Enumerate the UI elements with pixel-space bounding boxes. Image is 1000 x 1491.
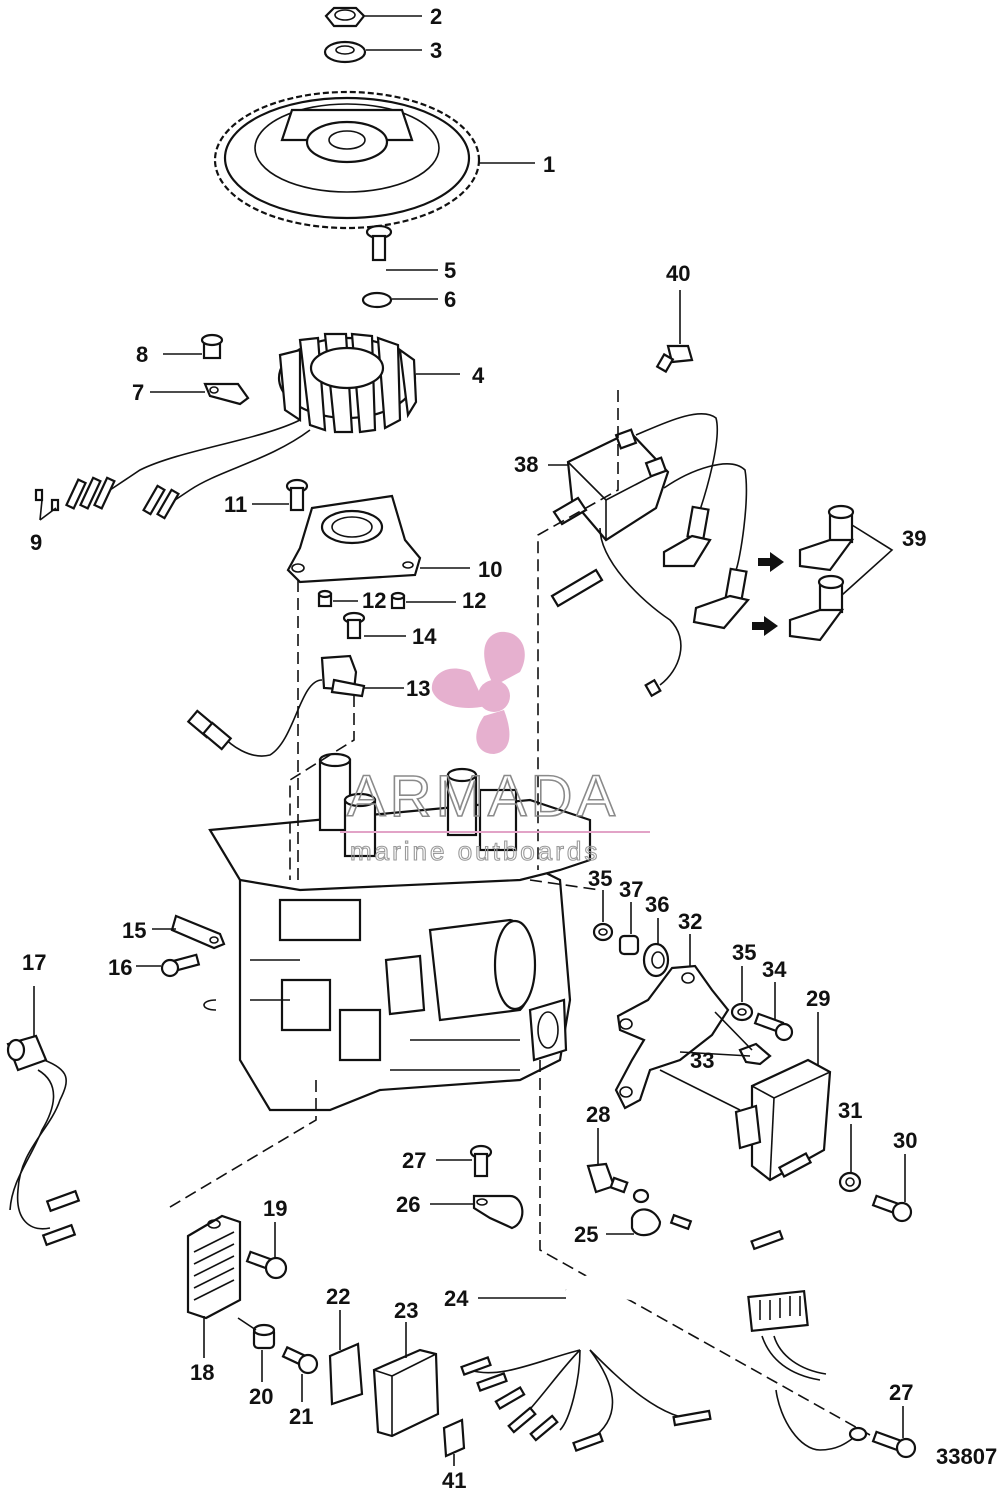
plug-cap [662, 505, 712, 568]
stator-clamp [150, 382, 250, 406]
strap-bolt [136, 953, 201, 978]
bushing [317, 589, 358, 608]
callout-20: 20 [249, 1384, 273, 1409]
stator-leads [34, 476, 180, 521]
callout-28: 28 [586, 1102, 610, 1127]
callout-15: 15 [122, 918, 146, 943]
callout-9: 9 [30, 530, 42, 555]
mount-grommet [642, 918, 670, 978]
ground-lead [606, 1188, 693, 1237]
watermark-brand: ARMADA [347, 764, 619, 829]
rectifier [186, 1214, 242, 1358]
callout-3: 3 [430, 38, 442, 63]
engine-block [203, 752, 592, 1112]
callout-8: 8 [136, 342, 148, 367]
callout-10: 10 [478, 557, 502, 582]
callout-18: 18 [190, 1360, 214, 1385]
wire-harness [460, 1211, 888, 1452]
spacer [618, 902, 640, 956]
module-washer [838, 1124, 862, 1193]
armada-logo [431, 631, 525, 754]
wire-clip [679, 1011, 772, 1066]
callout-5: 5 [444, 258, 456, 283]
callout-24: 24 [444, 1286, 469, 1311]
stator-clamp-screw [163, 333, 224, 360]
rectifier-bolt [281, 1345, 319, 1402]
callout-34: 34 [762, 957, 787, 982]
temp-sensor [586, 1128, 629, 1194]
callout-6: 6 [444, 287, 456, 312]
callout-2: 2 [430, 4, 442, 29]
sensor-screw [342, 611, 406, 640]
module-bracket [614, 934, 741, 1111]
callout-22: 22 [326, 1284, 350, 1309]
callout-1: 1 [543, 152, 555, 177]
callout-26: 26 [396, 1192, 420, 1217]
rectifier-bolt [245, 1222, 288, 1280]
callout-32: 32 [678, 909, 702, 934]
stator-washer [361, 291, 438, 309]
callout-12: 12 [462, 588, 486, 613]
ground-strap [152, 914, 226, 950]
flywheel-nut [324, 6, 422, 28]
callout-35: 35 [588, 866, 612, 891]
callout-31: 31 [838, 1098, 862, 1123]
ignition-coil [548, 413, 748, 698]
callout-12: 12 [362, 588, 386, 613]
insulator-plate [328, 1310, 364, 1406]
callout-11: 11 [224, 492, 247, 517]
bushing [390, 591, 456, 610]
callout-14: 14 [412, 624, 437, 649]
harness-clamp [430, 1194, 524, 1230]
callout-33: 33 [690, 1048, 714, 1073]
trigger-plate [286, 494, 470, 584]
callout-39: 39 [902, 526, 926, 551]
callout-23: 23 [394, 1298, 418, 1323]
cover-plate [372, 1322, 440, 1438]
callout-19: 19 [263, 1196, 287, 1221]
clamp-bolt [436, 1144, 493, 1178]
callout-40: 40 [666, 261, 690, 286]
ground-bolt [871, 1406, 917, 1459]
module-bolt [753, 982, 794, 1042]
callout-27: 27 [402, 1148, 426, 1173]
label-plate [442, 1418, 466, 1466]
rectifier-spacer [237, 1317, 276, 1382]
stop-switch [6, 986, 81, 1247]
flywheel-washer [323, 40, 422, 64]
cdi-module [734, 1012, 832, 1182]
module-bolt-long [871, 1154, 913, 1223]
callout-30: 30 [893, 1128, 917, 1153]
arrow-icon [752, 616, 778, 636]
callout-38: 38 [514, 452, 538, 477]
callout-25: 25 [574, 1222, 598, 1247]
callout-29: 29 [806, 986, 830, 1011]
callout-4: 4 [472, 363, 485, 388]
washer [730, 966, 754, 1022]
drawing-code: 33807 [936, 1444, 997, 1469]
grommet [592, 890, 614, 942]
callout-21: 21 [289, 1404, 313, 1429]
callout-16: 16 [108, 955, 132, 980]
plug-cap-spare [788, 524, 894, 642]
callout-36: 36 [645, 892, 669, 917]
flywheel [213, 90, 535, 230]
watermark-tagline: marine outboards [350, 836, 600, 866]
callout-27: 27 [889, 1380, 913, 1405]
plug-cap [692, 567, 751, 630]
stator [109, 332, 460, 511]
callout-13: 13 [406, 676, 430, 701]
coil-screw [655, 290, 694, 374]
plug-cap-spare [798, 504, 855, 572]
stator-bolt [365, 224, 438, 271]
sensor [186, 654, 404, 757]
arrow-icon [758, 552, 784, 572]
callout-37: 37 [619, 877, 643, 902]
callout-41: 41 [442, 1468, 466, 1491]
callout-7: 7 [132, 380, 144, 405]
callout-17: 17 [22, 950, 46, 975]
callout-35: 35 [732, 940, 756, 965]
trigger-screw [252, 478, 309, 512]
